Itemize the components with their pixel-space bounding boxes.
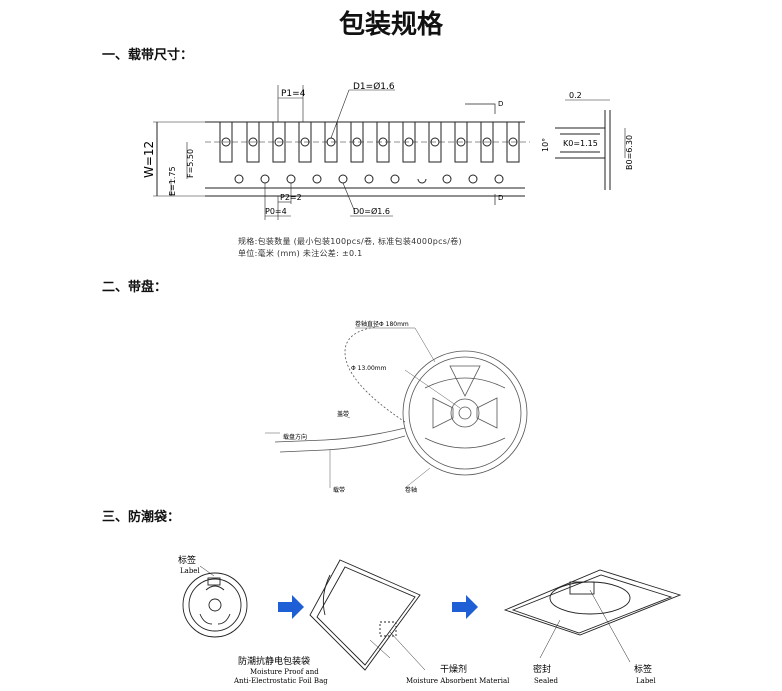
carrier-tape-drawing: P1=4 D1=Ø1.6 W=12 E=1.75 F=5.50 P2=2 P0=… bbox=[142, 81, 634, 220]
desiccant-en: Moisture Absorbent Material bbox=[406, 677, 510, 685]
arrow-right-icon bbox=[452, 595, 478, 619]
t-label: 0.2 bbox=[569, 91, 582, 100]
p0-label: P0=4 bbox=[265, 207, 287, 216]
hub-diameter-label: Φ 13.00mm bbox=[351, 365, 387, 372]
bag-en-1: Moisture Proof and bbox=[250, 668, 319, 676]
direction-label: 载盘方向 bbox=[283, 433, 307, 441]
label-cn: 标签 bbox=[178, 554, 196, 566]
packing-note: 规格:包装数量 (最小包装100pcs/卷, 标准包装4000pcs/卷) bbox=[238, 237, 462, 246]
k0-label: K0=1.15 bbox=[563, 139, 598, 148]
p2-label: P2=2 bbox=[280, 193, 302, 202]
reel-diameter-label: 卷轴直径Φ 180mm bbox=[355, 320, 409, 328]
d-top-label: D bbox=[498, 100, 503, 108]
desiccant-cn: 干燥剂 bbox=[440, 663, 467, 675]
section-heading-reel: 二、带盘： bbox=[102, 280, 168, 295]
arrow-right-icon bbox=[278, 595, 304, 619]
d-bottom-label: D bbox=[498, 194, 503, 202]
label-en: Label bbox=[180, 567, 200, 575]
d1-label: D1=Ø1.6 bbox=[353, 81, 395, 92]
cover-tape-label: 盖带 bbox=[337, 410, 349, 418]
bag-cn: 防潮抗静电包装袋 bbox=[238, 655, 310, 667]
d0-label: D0=Ø1.6 bbox=[353, 206, 390, 216]
moisture-bag-drawing: 标签 Label 防潮抗静电包装袋 Moisture Proof and Ant… bbox=[178, 554, 682, 685]
section-heading-bag: 三、防潮袋： bbox=[102, 510, 181, 525]
carrier-tape-label: 载带 bbox=[333, 486, 345, 494]
label2-en: Label bbox=[636, 677, 656, 685]
sealed-cn: 密封 bbox=[533, 663, 551, 675]
b0-label: B0=6.30 bbox=[625, 135, 634, 170]
unit-note: 单位:毫米 (mm) 未注公差: ±0.1 bbox=[238, 249, 363, 258]
e-label: E=1.75 bbox=[168, 166, 177, 196]
w-label: W=12 bbox=[142, 141, 156, 178]
page-title: 包装规格 bbox=[338, 10, 443, 40]
reel-label: 卷轴 bbox=[405, 486, 417, 494]
reel-drawing: 卷轴直径Φ 180mm Φ 13.00mm 盖带 载盘方向 载带 卷轴 bbox=[265, 320, 528, 494]
label2-cn: 标签 bbox=[634, 663, 652, 675]
bag-en-2: Anti-Electrostatic Foil Bag bbox=[233, 677, 328, 685]
angle-label: 10° bbox=[541, 138, 550, 152]
p1-label: P1=4 bbox=[281, 89, 306, 99]
section-heading-tape: 一、载带尺寸： bbox=[102, 48, 194, 63]
f-label: F=5.50 bbox=[186, 149, 195, 178]
sealed-en: Sealed bbox=[534, 677, 558, 685]
